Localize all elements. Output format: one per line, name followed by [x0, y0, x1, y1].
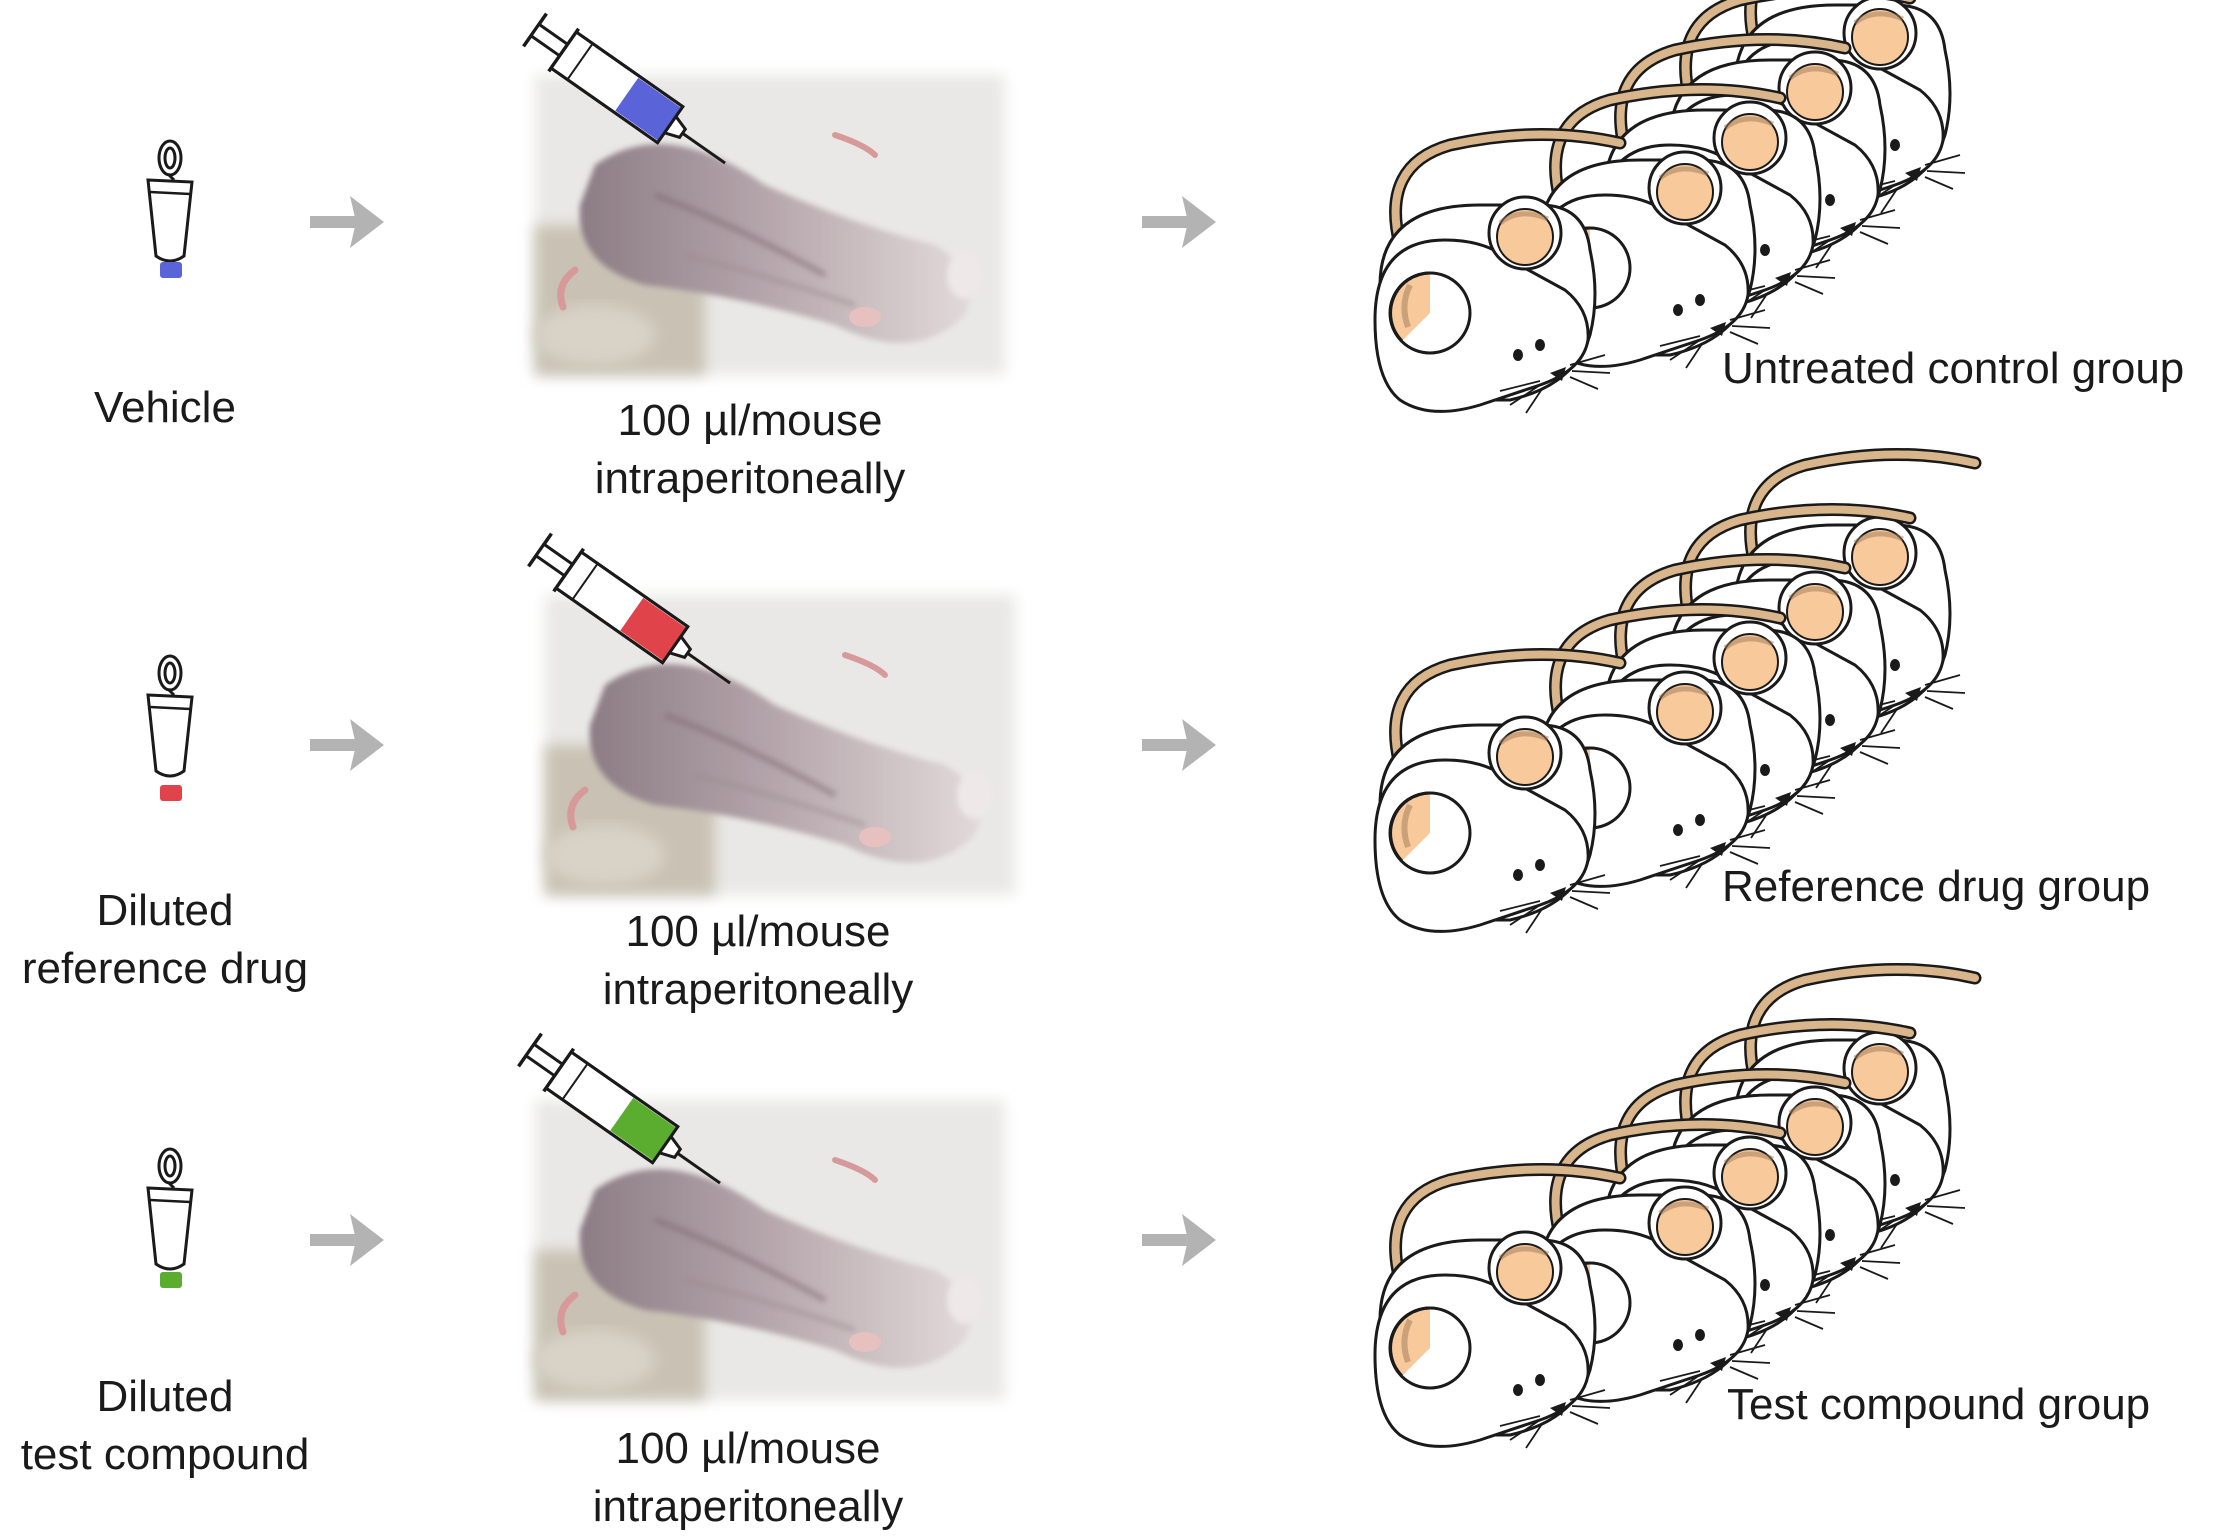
row-reference-drug [146, 454, 1975, 933]
arrow-icon [1142, 196, 1216, 248]
group-label: Test compound group [1727, 1380, 2151, 1429]
dose-label: 100 µl/mouse intraperitoneally [594, 396, 906, 503]
dose-label: 100 µl/mouse intraperitoneally [602, 907, 914, 1014]
row-test-compound [146, 969, 1975, 1448]
dose-label: 100 µl/mouse intraperitoneally [592, 1424, 904, 1531]
substance-label: Vehicle [94, 383, 236, 432]
mouse-photo [545, 595, 1015, 895]
group-label: Reference drug group [1722, 862, 2151, 911]
mouse-photo [535, 1100, 1005, 1400]
tube-icon [146, 1147, 194, 1271]
tube-liquid [160, 262, 182, 278]
tube-liquid [160, 785, 182, 801]
arrow-icon [1142, 719, 1216, 771]
syringe-icon [523, 526, 747, 707]
arrow-icon [310, 719, 384, 771]
arrow-icon [310, 1214, 384, 1266]
tube-icon [146, 654, 194, 778]
syringe-icon [513, 1026, 737, 1207]
substance-label: Diluted test compound [20, 1372, 310, 1479]
mouse-photo [535, 75, 1005, 375]
row-vehicle [146, 0, 1975, 413]
syringe-icon [518, 6, 742, 187]
arrow-icon [1142, 1214, 1216, 1266]
group-label: Untreated control group [1722, 344, 2185, 393]
substance-label: Diluted reference drug [21, 886, 309, 993]
tube-icon [146, 139, 194, 263]
arrow-icon [310, 196, 384, 248]
tube-liquid [160, 1272, 182, 1288]
